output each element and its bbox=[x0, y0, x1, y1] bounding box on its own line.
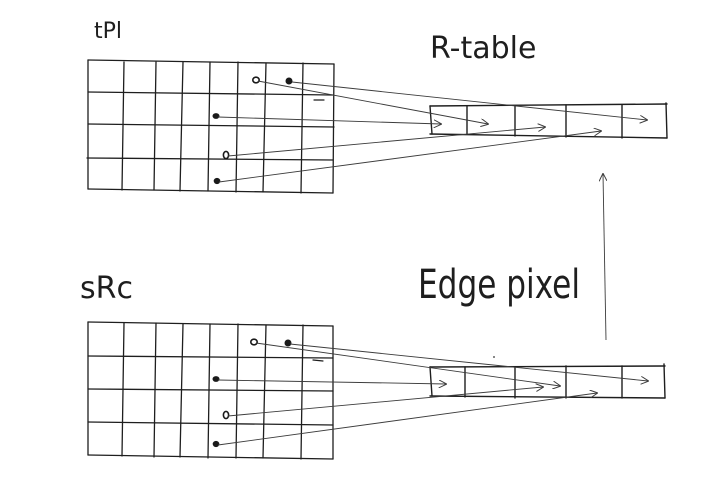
edge-dot bbox=[212, 376, 220, 382]
edge-dot bbox=[212, 113, 220, 119]
mapping-arrow bbox=[227, 387, 543, 417]
src-grid bbox=[87, 321, 334, 460]
mapping-arrow bbox=[289, 343, 648, 381]
src-label: sRc bbox=[80, 271, 133, 306]
mapping-arrow bbox=[218, 131, 601, 183]
vertical-up-arrow bbox=[603, 174, 606, 341]
stray-dot bbox=[493, 356, 495, 358]
edge-dot bbox=[222, 410, 230, 420]
r-table-bottom bbox=[429, 363, 666, 399]
edge-pixel-label: Edge pixel bbox=[418, 262, 580, 308]
rtable-label: R-table bbox=[430, 31, 536, 66]
tpl-edge-dots bbox=[212, 76, 293, 185]
tpl-label: tPl bbox=[94, 19, 122, 44]
mapping-arrow bbox=[227, 127, 545, 157]
edge-dot bbox=[222, 150, 230, 160]
tpl-mapping-arrows bbox=[217, 80, 647, 183]
edge-dot bbox=[212, 440, 220, 448]
mapping-arrow bbox=[217, 379, 446, 384]
mapping-arrow bbox=[291, 81, 647, 120]
edge-dot bbox=[252, 76, 261, 84]
edge-dot bbox=[250, 338, 259, 346]
grid-stray-marks bbox=[312, 99, 325, 362]
src-mapping-arrows bbox=[217, 342, 648, 446]
edge-dot bbox=[213, 177, 221, 185]
edge-dot bbox=[284, 339, 292, 347]
edge-dot bbox=[285, 77, 293, 85]
tpl-grid bbox=[86, 59, 335, 194]
mapping-arrow bbox=[217, 393, 597, 446]
r-table-top bbox=[429, 102, 668, 139]
mapping-arrow bbox=[255, 342, 560, 386]
mapping-arrow bbox=[257, 80, 488, 124]
src-edge-dots bbox=[212, 338, 292, 448]
mapping-arrow bbox=[217, 116, 441, 124]
